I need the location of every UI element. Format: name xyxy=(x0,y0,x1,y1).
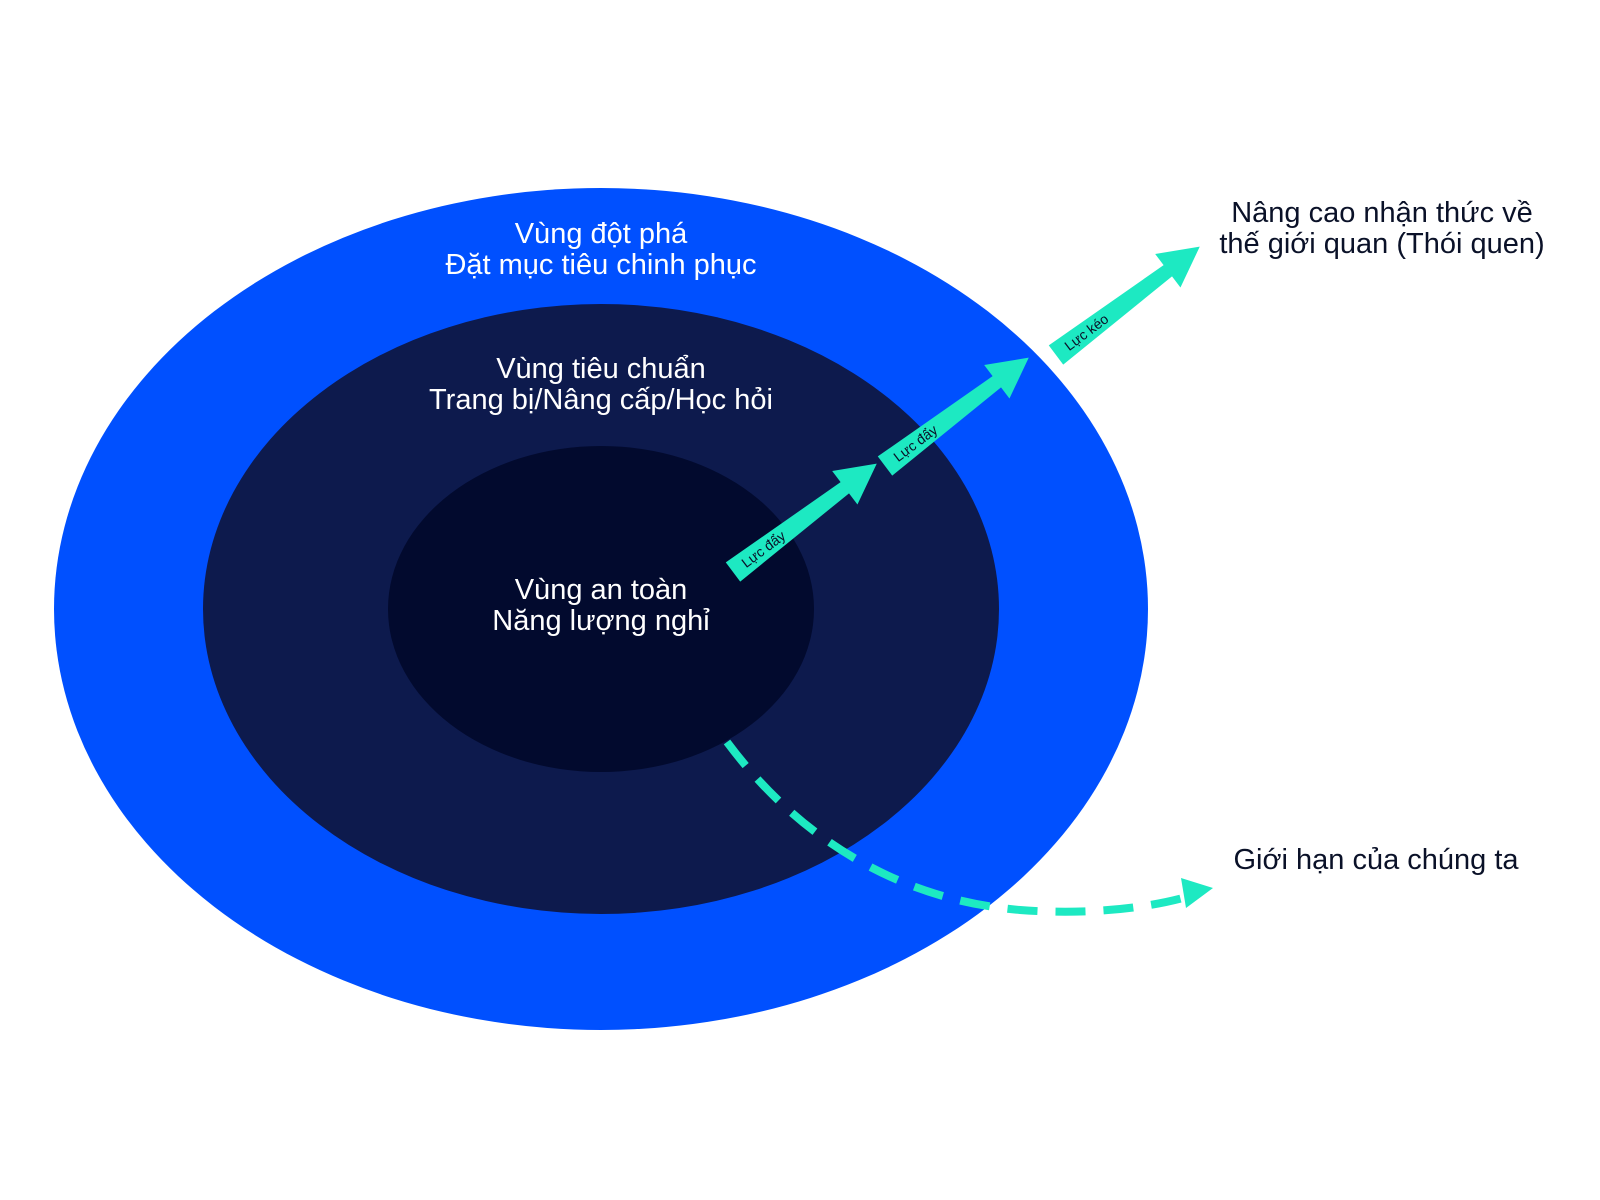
pull-arrow: Lực kéo xyxy=(1048,246,1200,365)
breakthrough-zone-title: Vùng đột phá xyxy=(515,218,688,250)
standard-zone-title: Vùng tiêu chuẩn xyxy=(496,353,706,385)
standard-zone-subtitle: Trang bị/Nâng cấp/Học hỏi xyxy=(429,384,773,416)
pull-arrow-shape xyxy=(1048,246,1200,365)
safe-zone-ellipse xyxy=(388,446,814,772)
push-arrow-2-shape xyxy=(877,357,1029,476)
limit-arrowhead xyxy=(1181,878,1213,908)
safe-zone-subtitle: Năng lượng nghỉ xyxy=(492,605,710,637)
push-arrow-1-shape xyxy=(725,463,877,582)
safe-zone-title: Vùng an toàn xyxy=(515,574,688,606)
limit-annotation: Giới hạn của chúng ta xyxy=(1233,844,1519,876)
limit-dashed-curve xyxy=(723,739,1192,916)
breakthrough-zone-subtitle: Đặt mục tiêu chinh phục xyxy=(445,249,756,281)
awareness-annotation-line1: Nâng cao nhận thức về xyxy=(1231,197,1533,229)
awareness-annotation-line2: thế giới quan (Thói quen) xyxy=(1219,228,1544,260)
